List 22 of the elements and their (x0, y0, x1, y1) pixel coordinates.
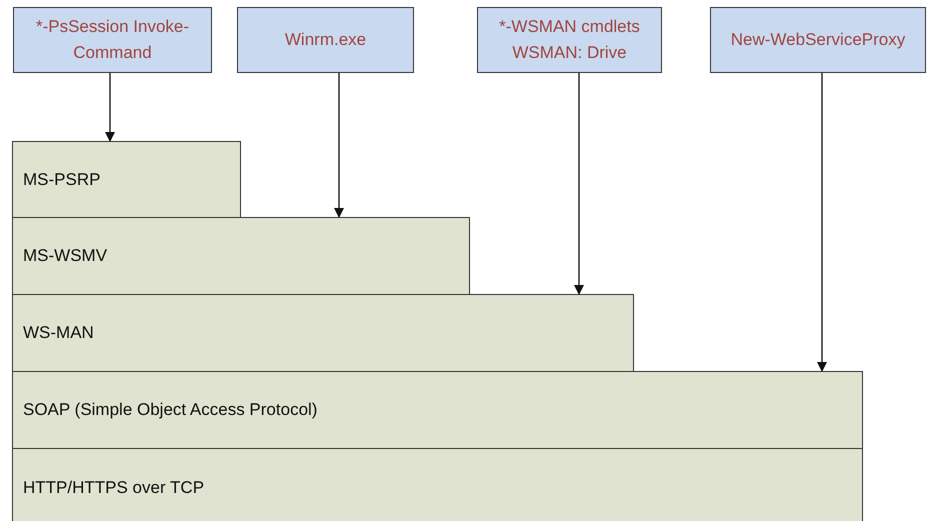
tool-box (477, 7, 662, 73)
layer-label: WS-MAN (23, 322, 95, 344)
arrow (817, 73, 827, 372)
layer-label: SOAP (Simple Object Access Protocol) (23, 399, 318, 422)
protocol-layer (12, 141, 241, 218)
layer-label: HTTP/HTTPS over TCP (23, 477, 206, 500)
protocol-layer (12, 371, 863, 449)
tool-box (13, 7, 212, 73)
layer-label: MS-PSRP (23, 168, 102, 191)
tool-label: *-WSMAN cmdlets WSMAN: Drive (498, 16, 641, 64)
arrow (574, 73, 584, 295)
tool-label: *-PsSession Invoke-Command (34, 16, 190, 64)
tool-label: Winrm.exe (284, 29, 366, 51)
protocol-layer (12, 217, 470, 295)
arrow (105, 73, 115, 142)
tool-label: New-WebServiceProxy (730, 29, 906, 51)
arrow (334, 73, 344, 218)
layer-label: MS-WSMV (23, 245, 108, 268)
protocol-layer (12, 294, 634, 372)
tool-box (710, 7, 926, 73)
protocol-layer (12, 448, 863, 521)
tool-box (237, 7, 414, 73)
